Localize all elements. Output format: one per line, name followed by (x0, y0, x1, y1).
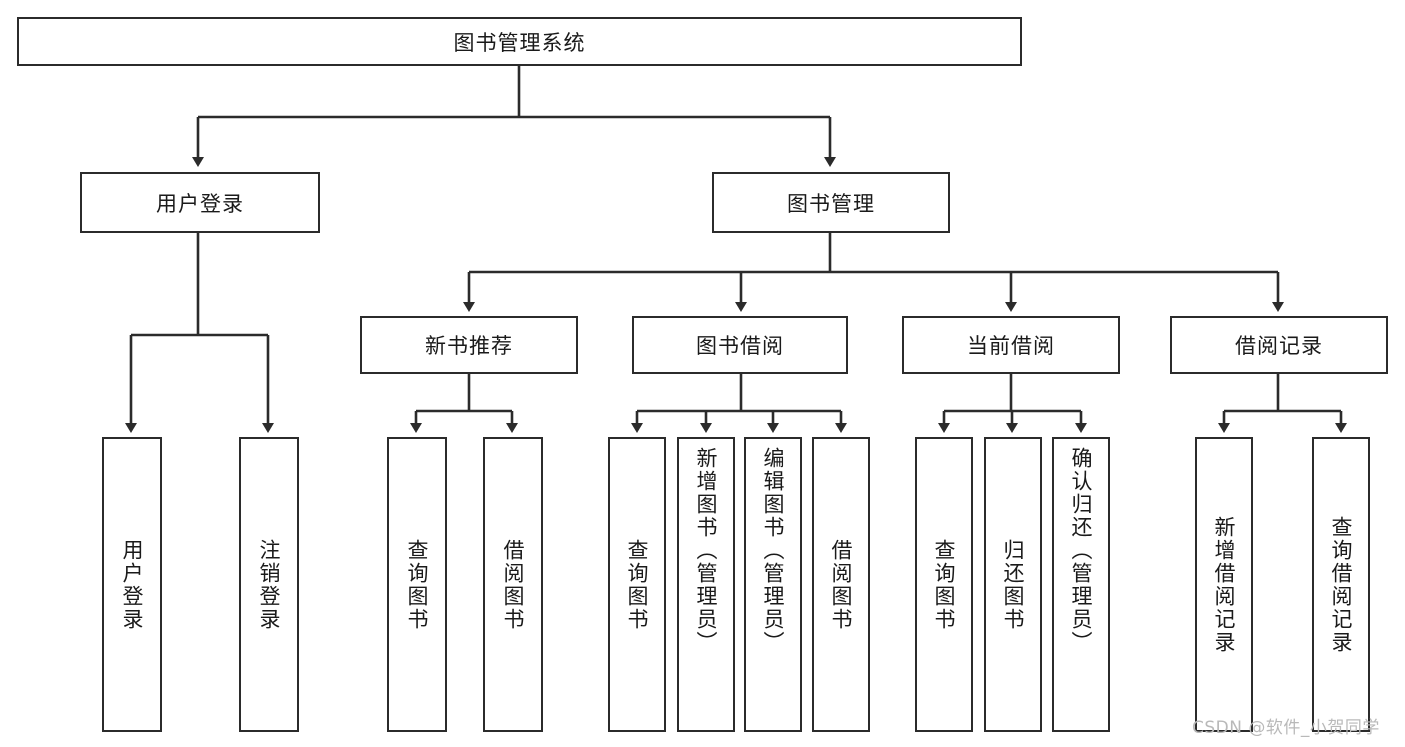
node-leaf-return-book[interactable]: 归还图书 (984, 437, 1042, 732)
node-leaf-query-book-3-label: 查询图书 (932, 538, 957, 631)
node-leaf-query-book-1-label: 查询图书 (405, 538, 430, 631)
node-current-borrow[interactable]: 当前借阅 (902, 316, 1120, 374)
node-new-book-recommend[interactable]: 新书推荐 (360, 316, 578, 374)
node-leaf-return-book-label: 归还图书 (1001, 538, 1026, 631)
node-book-management[interactable]: 图书管理 (712, 172, 950, 233)
node-leaf-query-book-2[interactable]: 查询图书 (608, 437, 666, 732)
node-leaf-query-book-2-label: 查询图书 (625, 538, 650, 631)
node-borrow-record-label: 借阅记录 (1235, 334, 1323, 358)
node-leaf-add-borrow-record-label: 新增借阅记录 (1212, 515, 1237, 654)
node-current-borrow-label: 当前借阅 (967, 334, 1055, 358)
node-leaf-confirm-return[interactable]: 确认归还（管理员） (1052, 437, 1110, 732)
node-leaf-query-book-1[interactable]: 查询图书 (387, 437, 447, 732)
node-user-login[interactable]: 用户登录 (80, 172, 320, 233)
node-root-label: 图书管理系统 (453, 30, 586, 55)
node-leaf-user-login[interactable]: 用户登录 (102, 437, 162, 732)
node-leaf-borrow-book-1[interactable]: 借阅图书 (483, 437, 543, 732)
node-leaf-query-borrow-record-label: 查询借阅记录 (1329, 515, 1354, 654)
node-book-borrow-label: 图书借阅 (696, 334, 784, 358)
node-leaf-add-borrow-record[interactable]: 新增借阅记录 (1195, 437, 1253, 732)
node-leaf-query-borrow-record[interactable]: 查询借阅记录 (1312, 437, 1370, 732)
node-leaf-edit-book[interactable]: 编辑图书（管理员） (744, 437, 802, 732)
node-leaf-user-logout-label: 注销登录 (257, 538, 282, 631)
node-leaf-borrow-book-2-label: 借阅图书 (829, 538, 854, 631)
node-user-login-label: 用户登录 (156, 191, 244, 216)
node-leaf-add-book-label: 新增图书（管理员） (694, 447, 719, 654)
node-leaf-borrow-book-1-label: 借阅图书 (501, 538, 526, 631)
node-book-management-label: 图书管理 (787, 191, 875, 216)
node-leaf-user-logout[interactable]: 注销登录 (239, 437, 299, 732)
node-leaf-borrow-book-2[interactable]: 借阅图书 (812, 437, 870, 732)
node-leaf-user-login-label: 用户登录 (120, 538, 145, 631)
node-book-borrow[interactable]: 图书借阅 (632, 316, 848, 374)
node-new-book-recommend-label: 新书推荐 (425, 334, 513, 358)
node-borrow-record[interactable]: 借阅记录 (1170, 316, 1388, 374)
watermark-text: CSDN @软件_小贺同学 (1192, 718, 1380, 738)
node-leaf-add-book[interactable]: 新增图书（管理员） (677, 437, 735, 732)
node-root[interactable]: 图书管理系统 (17, 17, 1022, 66)
node-leaf-edit-book-label: 编辑图书（管理员） (761, 447, 786, 654)
node-leaf-query-book-3[interactable]: 查询图书 (915, 437, 973, 732)
node-leaf-confirm-return-label: 确认归还（管理员） (1069, 447, 1094, 654)
